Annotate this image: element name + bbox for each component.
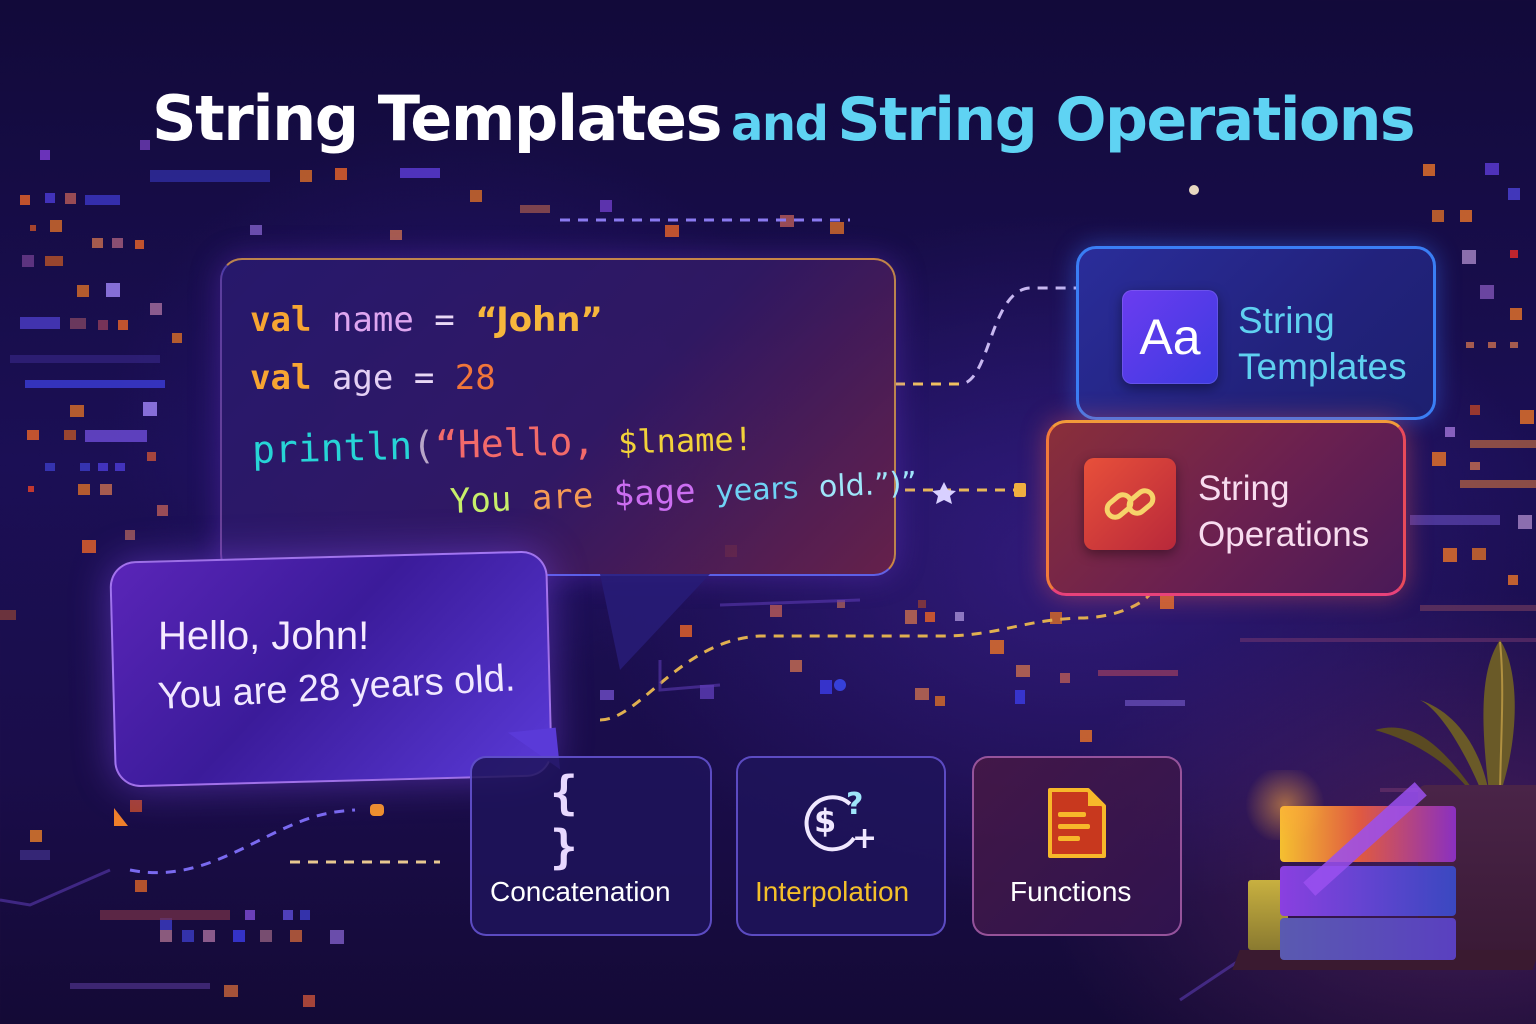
code-line-age: val age = 28	[250, 358, 496, 398]
title-string-operations: String Operations	[837, 85, 1415, 155]
code-speech-bubble	[220, 258, 896, 576]
string-literal-john: “John”	[475, 300, 603, 340]
title-and: and	[731, 96, 829, 152]
cube-middle-layer	[1280, 866, 1456, 916]
template-name: $lname!	[617, 419, 754, 462]
svg-text:+: +	[852, 821, 877, 856]
open-quote: “	[434, 422, 459, 468]
string-operations-label: String Operations	[1198, 469, 1370, 554]
curly-braces-icon: { }	[550, 766, 578, 874]
variable-age: age	[331, 358, 394, 398]
assign-operator: =	[434, 300, 455, 340]
string-old: old.”)”	[818, 465, 918, 505]
code-bubble-tail	[600, 574, 710, 670]
number-literal-28: 28	[454, 358, 496, 398]
concatenation-card[interactable]	[470, 756, 712, 936]
function-println: println	[251, 423, 413, 472]
template-age: $age	[612, 471, 697, 515]
document-icon	[1044, 786, 1110, 860]
string-templates-label: String Templates	[1238, 300, 1407, 387]
keyword-val: val	[250, 300, 312, 340]
string-years: years	[715, 470, 800, 510]
output-greeting: Hello, John!	[158, 614, 370, 658]
assign-operator: =	[413, 358, 435, 398]
string-hello: Hello,	[457, 419, 596, 467]
title-string-templates: String Templates	[152, 82, 723, 155]
dollar-question-icon: $ ? +	[796, 786, 882, 856]
glow	[1240, 770, 1330, 840]
interpolation-label: Interpolation	[755, 876, 910, 907]
star-icon	[932, 482, 956, 504]
string-are: are	[530, 475, 595, 519]
link-icon	[1084, 458, 1176, 550]
variable-name: name	[331, 300, 414, 340]
svg-text:$: $	[814, 802, 836, 840]
functions-label: Functions	[1010, 876, 1132, 907]
code-line-name: val name = “John”	[250, 300, 603, 340]
concatenation-label: Concatenation	[490, 876, 671, 907]
keyword-val: val	[250, 358, 312, 398]
font-aa-icon: Aa	[1122, 290, 1218, 384]
string-you: You	[449, 479, 513, 522]
open-paren: (	[411, 423, 436, 468]
svg-text:?: ?	[846, 787, 863, 822]
cube-bottom-layer	[1280, 918, 1456, 960]
